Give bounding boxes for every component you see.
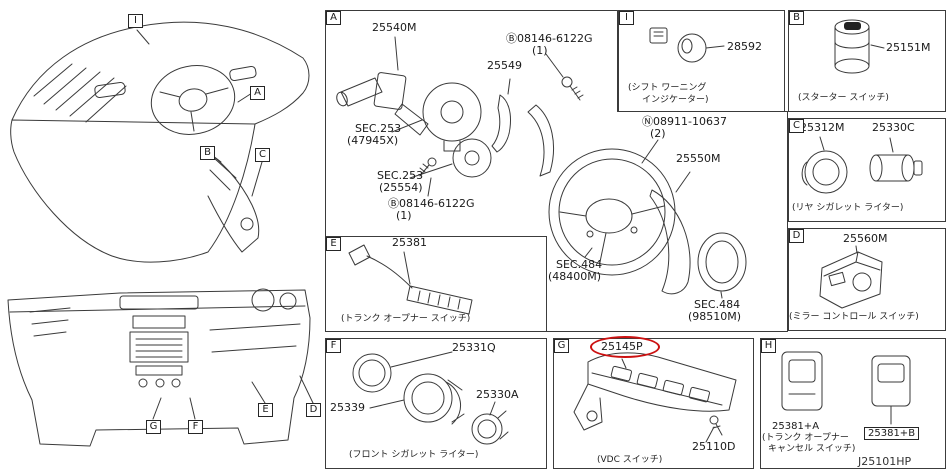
panel-e-caption: (トランク オープナー スイッチ) [341,314,471,324]
panel-d-caption: (ミラー コントロール スイッチ) [789,312,919,322]
part-25381: 25381 [392,236,427,249]
ref-sec484-1: SEC.484 [556,258,603,271]
back-cover-drawing [697,232,747,299]
bracket-and-paddle-drawings [491,78,554,177]
ref-sec484-2-num: (98510M) [688,310,742,323]
callout-d: D [306,403,321,417]
combination-switch-drawing [336,36,429,136]
panel-c-caption: (リヤ シガレット ライター) [792,203,904,213]
panel-d-label: D [789,229,804,243]
part-25550m: 25550M [676,152,721,165]
dashboard-perspective-drawing [10,21,310,263]
panel-a-label: A [326,11,341,25]
rear-cig-socket-drawing [801,136,848,194]
ref-sec253-2-num: (25554) [379,181,423,194]
panel-h [760,338,946,469]
callout-g: G [146,420,161,434]
clock-spring-drawing [391,82,492,179]
screw-drawings [419,53,584,197]
panel-h-caption-2: キャンセル スイッチ) [768,444,856,454]
part-25330c: 25330C [872,121,915,134]
shift-warning-indicator-drawing [649,27,725,63]
part-bolt-mid-qty: (1) [396,209,412,222]
drawing-code: J25101HP [858,455,912,468]
callout-c: C [255,148,270,162]
column-cover-drawing [649,171,691,295]
part-bolt-top-qty: (1) [532,44,548,57]
part-25330a: 25330A [476,388,519,401]
part-25381-a: 25381+A [772,421,820,432]
callout-b: B [200,146,215,160]
panel-c [788,118,946,222]
part-28592: 28592 [727,40,762,53]
steering-wheel-drawing [548,139,676,276]
front-cig-lighter-drawing [471,401,509,445]
trunk-opener-switch-drawing [348,244,473,315]
ref-sec253-1-num: (47945X) [347,134,399,147]
starter-switch-drawing [834,19,885,74]
dashboard-front-drawing [7,288,314,447]
ref-sec484-1-num: (48400M) [548,270,602,283]
ref-sec253-2: SEC.253 [377,169,424,182]
part-25110d: 25110D [692,440,736,453]
panel-f-label: F [326,339,341,353]
part-25381-b: 25381+B [864,427,920,440]
panel-d [788,228,946,331]
mirror-control-switch-drawing [819,245,883,309]
part-nut: Ⓝ08911-10637 [642,115,727,128]
part-25151m: 25151M [886,41,931,54]
callout-a: A [250,86,265,100]
panel-b-caption: (スターター スイッチ) [798,93,889,103]
panel-g [553,338,754,469]
part-25312m: 25312M [800,121,845,134]
panel-a-border [325,10,788,332]
ref-sec253-1: SEC.253 [355,122,402,135]
panel-c-label: C [789,119,804,133]
rear-cig-lighter-drawing [869,137,923,182]
callout-i: I [128,14,143,28]
part-25331q: 25331Q [452,341,496,354]
panel-b [788,10,946,112]
callout-e: E [258,403,273,417]
part-25560m: 25560M [843,232,888,245]
part-25549: 25549 [487,59,522,72]
highlight-ellipse [590,336,660,358]
callout-f: F [188,420,203,434]
panel-b-label: B [789,11,804,25]
front-cig-ring-drawing [352,351,453,393]
ref-sec484-2: SEC.484 [694,298,741,311]
front-cig-socket-drawing [369,373,465,425]
part-25540m: 25540M [372,21,417,34]
trunk-cancel-switch-b-drawing [871,355,911,425]
part-bolt-mid: Ⓑ08146-6122G [388,197,475,210]
part-25339: 25339 [330,401,365,414]
part-nut-qty: (2) [650,127,666,140]
part-bolt-top: Ⓑ08146-6122G [506,32,593,45]
panel-g-caption: (VDC スイッチ) [597,455,663,465]
panel-f-caption: (フロント シガレット ライター) [349,450,479,460]
panel-h-caption-1: (トランク オープナー [762,433,849,443]
panel-f [325,338,547,469]
vdc-switch-drawing [573,352,737,443]
panel-h-label: H [761,339,776,353]
panel-g-label: G [554,339,569,353]
panel-i-label: I [619,11,634,25]
panel-i-caption-2: インジケーター) [642,95,709,105]
trunk-cancel-switch-a-drawing [781,351,823,411]
panel-i-caption-1: (シフト ワーニング [628,83,707,93]
panel-e-label: E [326,237,341,251]
